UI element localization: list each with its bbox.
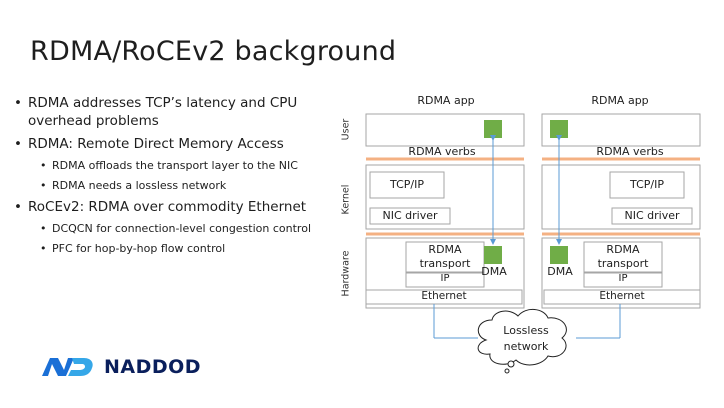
- right-nic-driver-box: [611, 207, 693, 225]
- layer-label-hardware: Hardware: [340, 250, 352, 297]
- left-transport-label: transport: [419, 257, 471, 270]
- right-nic-driver-label: NIC driver: [624, 209, 680, 222]
- left-tcpip-box: [369, 171, 445, 199]
- rdma-stack-diagram: RDMA app RDMA app RDMA verbs RDMA verbs …: [330, 88, 710, 388]
- layer-label-user: User: [340, 118, 352, 141]
- bullet-list: RDMA addresses TCP’s latency and CPU ove…: [12, 94, 330, 261]
- right-dma-label: DMA: [547, 265, 573, 278]
- right-green-buffer: [550, 120, 568, 138]
- bullet-item: RoCEv2: RDMA over commodity Ethernet: [12, 198, 330, 216]
- cloud-label-line1: Lossless: [503, 324, 549, 337]
- right-verbs-label: RDMA verbs: [596, 145, 664, 158]
- left-tcpip-label: TCP/IP: [390, 178, 424, 191]
- right-green-dma: [550, 246, 568, 264]
- cloud-label-line2: network: [503, 340, 549, 353]
- left-nic-driver-box: [369, 207, 451, 225]
- sub-bullet-item: PFC for hop-by-hop flow control: [40, 241, 330, 256]
- left-ethernet-box: [365, 289, 523, 305]
- left-green-dma: [484, 246, 502, 264]
- sub-bullet-item: RDMA offloads the transport layer to the…: [40, 158, 330, 173]
- right-ip-box: [583, 272, 663, 288]
- bullet-item: RDMA: Remote Direct Memory Access: [12, 135, 330, 153]
- right-transport-label: transport: [597, 257, 649, 270]
- right-ethernet-label: Ethernet: [599, 290, 645, 302]
- sub-bullet-item: DCQCN for connection-level congestion co…: [40, 221, 330, 236]
- naddod-logo: NADDOD: [40, 356, 201, 378]
- left-verbs-label: RDMA verbs: [408, 145, 476, 158]
- left-rdma-label: RDMA: [428, 243, 462, 256]
- slide-title: RDMA/RoCEv2 background: [30, 36, 397, 67]
- bullet-item: RDMA addresses TCP’s latency and CPU ove…: [12, 94, 330, 130]
- right-rdma-transport-box: [583, 241, 663, 273]
- left-dma-label: DMA: [481, 265, 507, 278]
- left-green-buffer: [484, 120, 502, 138]
- layer-label-kernel: Kernel: [340, 184, 352, 215]
- left-app-label: RDMA app: [417, 94, 475, 107]
- right-tcpip-label: TCP/IP: [630, 178, 664, 191]
- left-rdma-transport-box: [405, 241, 485, 273]
- right-tcpip-box: [609, 171, 685, 199]
- left-nic-driver-label: NIC driver: [382, 209, 438, 222]
- cloud-tail-1: [507, 360, 515, 368]
- cloud-tail-2: [504, 368, 510, 374]
- right-app-label: RDMA app: [591, 94, 649, 107]
- cloud-shape: [477, 309, 567, 366]
- left-ethernet-label: Ethernet: [421, 290, 467, 302]
- right-ethernet-box: [543, 289, 701, 305]
- diagram-lines: [365, 113, 701, 374]
- naddod-mark-icon: [42, 358, 93, 376]
- right-user-box: [541, 113, 701, 147]
- left-ip-box: [405, 272, 485, 288]
- left-ip-label: IP: [440, 273, 450, 284]
- right-rdma-label: RDMA: [606, 243, 640, 256]
- right-ip-label: IP: [618, 273, 628, 284]
- logo-text: NADDOD: [104, 356, 202, 378]
- sub-bullet-item: RDMA needs a lossless network: [40, 178, 330, 193]
